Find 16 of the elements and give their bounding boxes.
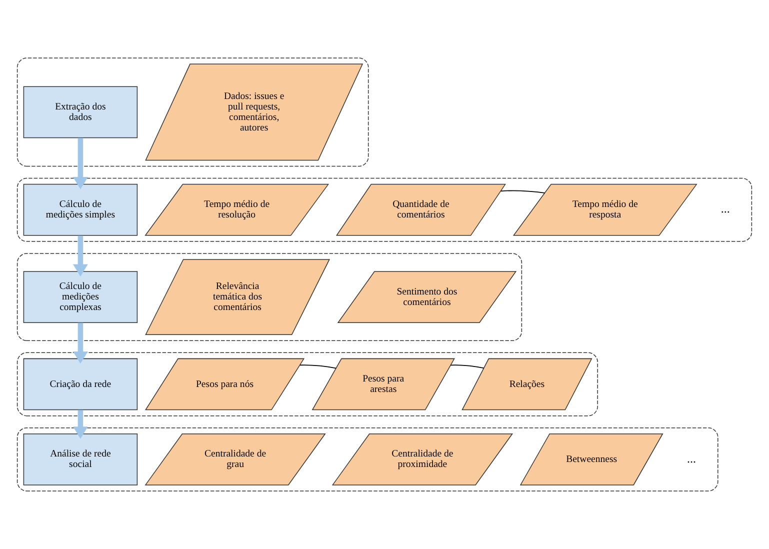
arrow [73, 138, 88, 190]
label: ... [687, 451, 696, 466]
node-box: Cálculo de medições simples [23, 184, 138, 236]
arrow [73, 322, 88, 364]
label: ... [720, 202, 730, 216]
cluster [16, 253, 522, 342]
connector [300, 364, 336, 369]
node-box: Extração dos dados [23, 86, 138, 138]
arrow [73, 410, 88, 439]
connector [450, 364, 484, 369]
arrow [73, 236, 88, 276]
cluster [16, 58, 369, 167]
node-box: Criação da rede [23, 358, 138, 410]
connector [500, 190, 546, 194]
node-box: Cálculo de medições complexas [23, 271, 138, 323]
node-box: Análise de rede social [23, 433, 138, 486]
